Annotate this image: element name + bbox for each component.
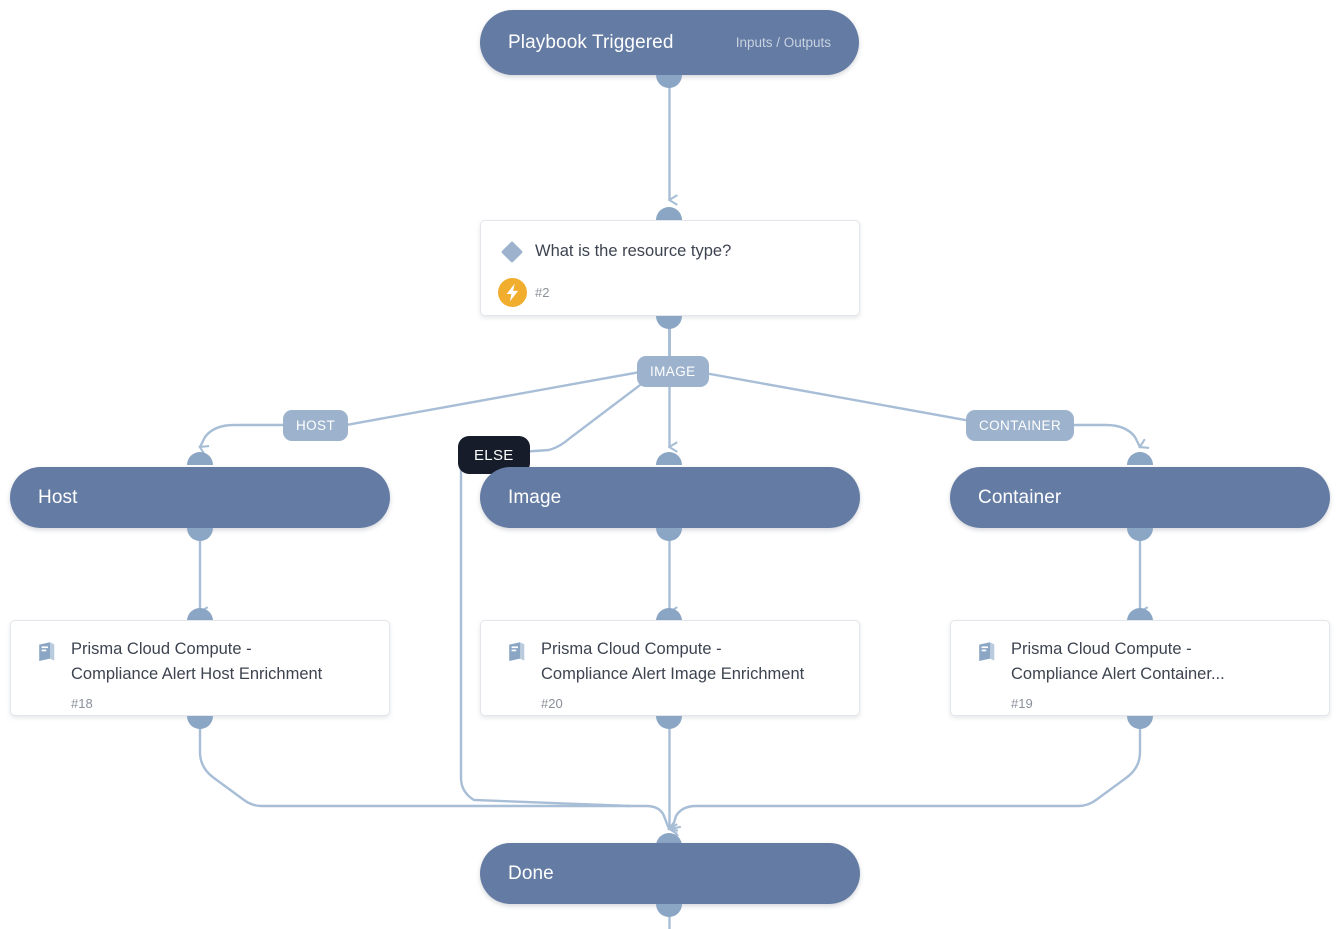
- branch-badge-container[interactable]: CONTAINER: [966, 410, 1075, 441]
- edge-container-merge-tail: [672, 804, 714, 829]
- handle-start-bottom: [656, 75, 682, 88]
- branch-badge-image-label: IMAGE: [650, 364, 696, 379]
- task-container-title: Prisma Cloud Compute - Compliance Alert …: [1011, 640, 1225, 683]
- handle-host-task-bottom: [187, 716, 213, 729]
- handle-host-section-top: [187, 452, 213, 465]
- handle-image-task-bottom: [656, 716, 682, 729]
- node-condition-resource-type[interactable]: What is the resource type? #2: [480, 220, 860, 316]
- playbook-book-icon: [493, 637, 541, 664]
- task-host-id: #18: [71, 696, 93, 711]
- task-image-id: #20: [541, 696, 563, 711]
- condition-id: #2: [535, 285, 550, 300]
- task-container-id: #19: [1011, 696, 1033, 711]
- task-host-title: Prisma Cloud Compute - Compliance Alert …: [71, 640, 323, 683]
- node-task-image-enrichment[interactable]: Prisma Cloud Compute - Compliance Alert …: [480, 620, 860, 716]
- playbook-book-icon: [23, 637, 71, 664]
- node-section-container[interactable]: Container: [950, 467, 1330, 528]
- handle-condition-bottom: [656, 316, 682, 329]
- branch-badge-image[interactable]: IMAGE: [637, 356, 709, 387]
- handle-host-section-bottom: [187, 528, 213, 541]
- edge-host-task-to-done: [198, 722, 632, 808]
- handle-host-task-top: [187, 608, 213, 621]
- lightning-bolt-icon: [489, 278, 535, 307]
- condition-title: What is the resource type?: [535, 242, 732, 260]
- branch-badge-host[interactable]: HOST: [283, 410, 349, 441]
- handle-container-task-bottom: [1127, 716, 1153, 729]
- section-image-label: Image: [508, 486, 562, 508]
- task-image-title: Prisma Cloud Compute - Compliance Alert …: [541, 640, 805, 683]
- handle-container-section-bottom: [1127, 528, 1153, 541]
- section-host-label: Host: [38, 486, 78, 508]
- edge-host: [200, 324, 671, 447]
- handle-image-section-bottom: [656, 528, 682, 541]
- section-container-label: Container: [978, 486, 1062, 508]
- playbook-triggered-meta: Inputs / Outputs: [735, 35, 831, 50]
- node-section-host[interactable]: Host: [10, 467, 390, 528]
- diamond-icon: [489, 238, 535, 265]
- node-task-host-enrichment[interactable]: Prisma Cloud Compute - Compliance Alert …: [10, 620, 390, 716]
- handle-image-section-top: [656, 452, 682, 465]
- edge-else-tail: [628, 804, 669, 829]
- branch-badge-else-label: ELSE: [474, 446, 514, 464]
- handle-container-task-top: [1127, 608, 1153, 621]
- node-section-image[interactable]: Image: [480, 467, 860, 528]
- handle-condition-top: [656, 207, 682, 220]
- done-label: Done: [508, 862, 554, 884]
- handle-done-top: [656, 833, 682, 846]
- playbook-triggered-label: Playbook Triggered: [508, 31, 674, 53]
- handle-image-task-top: [656, 608, 682, 621]
- branch-badge-container-label: CONTAINER: [979, 418, 1062, 433]
- handle-done-bottom: [656, 904, 682, 917]
- edge-container-task-to-done: [710, 722, 1142, 808]
- node-done[interactable]: Done: [480, 843, 860, 904]
- branch-badge-host-label: HOST: [296, 418, 336, 433]
- playbook-book-icon: [963, 637, 1011, 664]
- handle-container-section-top: [1127, 452, 1153, 465]
- node-task-container-enrichment[interactable]: Prisma Cloud Compute - Compliance Alert …: [950, 620, 1330, 716]
- node-playbook-triggered[interactable]: Playbook Triggered Inputs / Outputs: [480, 10, 859, 75]
- edge-else-stub: [518, 324, 671, 454]
